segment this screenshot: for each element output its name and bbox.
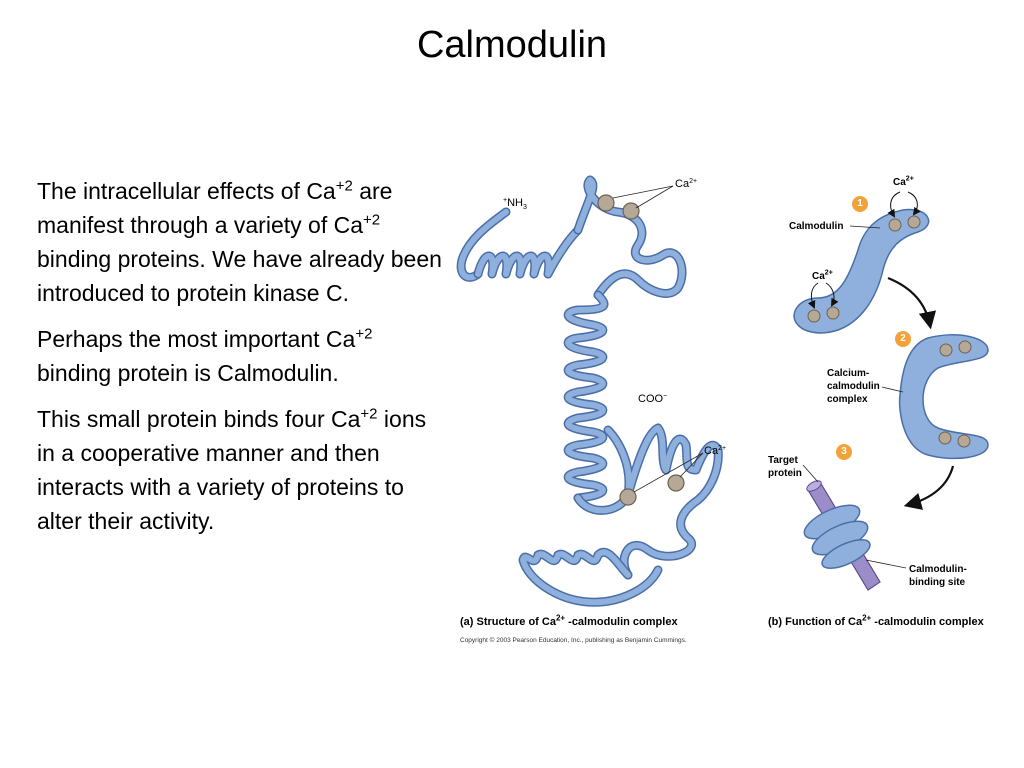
calmodulin-shape-2	[898, 334, 989, 460]
ca-label-function-top: Ca2+	[893, 175, 914, 188]
calcium-ion	[622, 202, 640, 220]
calcium-ion	[958, 340, 972, 354]
calmodulin-figure: +NH3 COO− Ca2+ Ca2+	[448, 170, 1014, 660]
calcium-ion	[807, 309, 821, 323]
body-text: The intracellular effects of Ca+2 are ma…	[37, 174, 447, 550]
calcium-ion	[957, 434, 971, 448]
copyright-notice: Copyright © 2003 Pearson Education, Inc.…	[460, 637, 687, 644]
nh3-label: +NH3	[503, 197, 527, 211]
ca-label-bottom: Ca2+	[704, 445, 726, 457]
calcium-ion	[907, 215, 921, 229]
flow-arrow-1	[887, 276, 937, 330]
binding-site-label: Calmodulin- binding site	[909, 564, 967, 588]
flow-arrow-2	[903, 465, 955, 510]
binding-site-leader	[865, 559, 907, 569]
calmodulin-ribbon-structure	[456, 175, 723, 607]
figure-artwork: +NH3 COO− Ca2+ Ca2+	[456, 175, 989, 607]
target-protein-complex	[803, 480, 881, 591]
calcium-binding-arrows	[807, 191, 921, 309]
calcium-ion	[667, 474, 685, 492]
structure-leader-lines	[612, 185, 704, 493]
calmodulin-leader	[849, 225, 881, 229]
structure-calcium-ions	[597, 194, 685, 506]
calcium-ion	[938, 431, 952, 445]
step-1-badge: 1	[852, 196, 868, 212]
paragraph-1: The intracellular effects of Ca+2 are ma…	[37, 177, 442, 306]
calcium-ion	[939, 343, 953, 357]
coo-label: COO−	[638, 393, 667, 405]
step-2-badge: 2	[895, 331, 911, 347]
caption-a: (a) Structure of Ca2+ -calmodulin comple…	[460, 613, 678, 628]
slide-title: Calmodulin	[416, 24, 608, 66]
calmodulin-label: Calmodulin	[789, 221, 844, 232]
calcium-ion	[619, 488, 637, 506]
calcium-ion	[826, 306, 840, 320]
complex-leader	[881, 386, 904, 393]
paragraph-2: Perhaps the most important Ca+2 binding …	[37, 325, 373, 386]
calcium-ion	[597, 194, 615, 212]
calcium-ion	[888, 218, 902, 232]
step-3-badge: 3	[836, 444, 852, 460]
calmodulin-shape-1	[793, 208, 930, 334]
complex-label: Calcium- calmodulin complex	[827, 368, 880, 405]
ca-label-top: Ca2+	[675, 178, 697, 190]
paragraph-3: This small protein binds four Ca+2 ions …	[37, 405, 427, 534]
caption-b: (b) Function of Ca2+ -calmodulin complex	[768, 613, 984, 628]
ca-label-function-left: Ca2+	[812, 269, 833, 282]
target-protein-label: Target protein	[768, 455, 802, 479]
target-leader	[802, 464, 819, 483]
